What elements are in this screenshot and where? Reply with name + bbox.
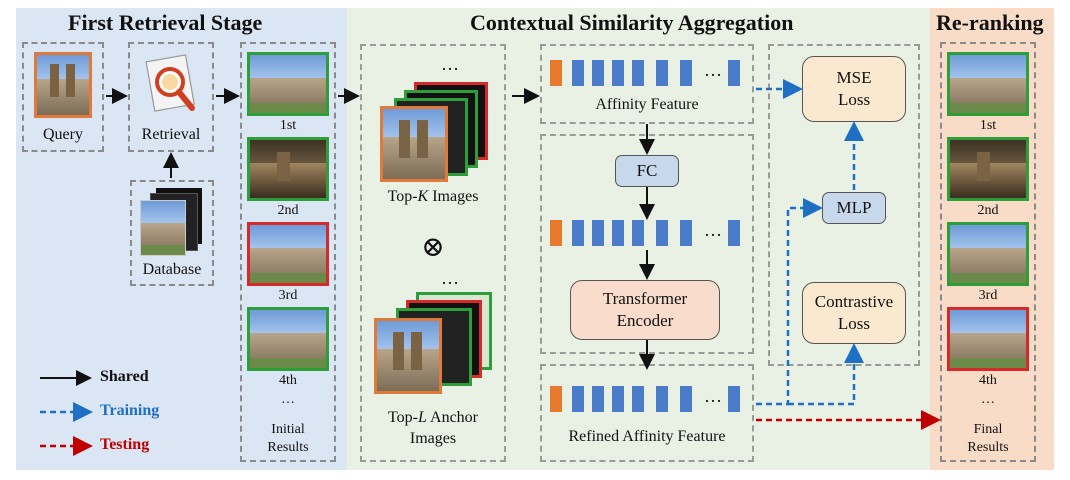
initial-result-4 <box>247 307 329 371</box>
initial-caption-2: Results <box>267 440 309 455</box>
initial-result-2 <box>247 137 329 201</box>
loss-box <box>768 44 920 366</box>
otimes-symbol: ⊗ <box>421 232 445 263</box>
retrieval-box <box>128 42 214 152</box>
first-stage-title: First Retrieval Stage <box>68 10 263 35</box>
initial-results-box <box>240 42 336 462</box>
topl-ellipsis: … <box>441 268 459 288</box>
query-label: Query <box>43 126 83 143</box>
affinity-feature-label: Affinity Feature <box>595 96 699 113</box>
topk-stack <box>378 78 488 188</box>
topk-label-var: K <box>417 188 429 205</box>
legend-testing: Testing <box>100 436 150 453</box>
topk-ellipsis: … <box>441 54 459 74</box>
database-stack <box>138 188 208 258</box>
topl-label-prefix: Top- <box>388 409 418 426</box>
affinity-ellipsis: … <box>704 60 722 80</box>
initial-caption-1: Initial <box>271 422 305 437</box>
rerank-title: Re-ranking <box>936 10 1044 35</box>
transformer-line-1: Transformer <box>602 289 688 308</box>
refined-feature-vector <box>548 386 748 414</box>
query-image <box>34 52 92 118</box>
final-result-1 <box>947 52 1029 116</box>
mlp-box: MLP <box>822 192 886 224</box>
final-caption-1: Final <box>973 422 1003 437</box>
topk-label: Top-K Images <box>360 188 506 206</box>
database-box <box>130 180 214 286</box>
images-box <box>360 44 506 462</box>
final-result-3 <box>947 222 1029 286</box>
topl-label-var: L <box>417 409 427 426</box>
magnifier-icon <box>140 52 200 118</box>
final-rank-4: 4th <box>979 373 997 388</box>
fc-feature-vector <box>548 220 748 248</box>
fc-label: FC <box>636 161 658 180</box>
fc-feature-ellipsis: … <box>704 220 722 240</box>
arrow-refined-contrastive <box>788 343 864 406</box>
initial-rank-1: 1st <box>279 118 297 133</box>
final-result-4 <box>947 307 1029 371</box>
retrieval-label: Retrieval <box>141 126 201 143</box>
legend-shared: Shared <box>100 368 149 385</box>
initial-result-1 <box>247 52 329 116</box>
final-ellipsis: … <box>981 392 995 407</box>
final-results-box <box>940 42 1036 462</box>
refined-ellipsis: … <box>704 386 722 406</box>
arrow-refined-mlp <box>756 198 823 406</box>
aggregation-title: Contextual Similarity Aggregation <box>470 10 794 35</box>
final-rank-2: 2nd <box>977 203 999 218</box>
affinity-feature-box <box>540 44 754 124</box>
topl-stack <box>372 290 492 400</box>
fc-box: FC <box>615 155 679 187</box>
database-label: Database <box>142 261 202 278</box>
initial-rank-4: 4th <box>279 373 297 388</box>
legend-training: Training <box>100 402 160 419</box>
transformer-line-2: Encoder <box>616 311 674 330</box>
contrastive-line-2: Loss <box>837 314 871 333</box>
mse-line-2: Loss <box>837 90 871 109</box>
initial-rank-3: 3rd <box>278 288 298 303</box>
topl-label-suffix: Anchor <box>426 409 478 426</box>
final-result-2 <box>947 137 1029 201</box>
mse-line-1: MSE <box>836 68 872 87</box>
initial-rank-2: 2nd <box>277 203 299 218</box>
refined-feature-label: Refined Affinity Feature <box>568 428 726 445</box>
initial-result-3 <box>247 222 329 286</box>
affinity-feature-vector <box>548 60 748 88</box>
initial-ellipsis: … <box>281 392 295 407</box>
final-rank-1: 1st <box>979 118 997 133</box>
query-box <box>22 42 104 152</box>
topk-label-suffix: Images <box>428 188 479 205</box>
topl-label-1: Top-L Anchor <box>360 409 506 427</box>
final-rank-3: 3rd <box>978 288 998 303</box>
contrastive-line-1: Contrastive <box>814 292 894 311</box>
topl-label-2: Images <box>409 430 457 447</box>
mlp-label: MLP <box>836 198 872 217</box>
final-caption-2: Results <box>967 440 1009 455</box>
topk-label-prefix: Top- <box>387 188 418 205</box>
